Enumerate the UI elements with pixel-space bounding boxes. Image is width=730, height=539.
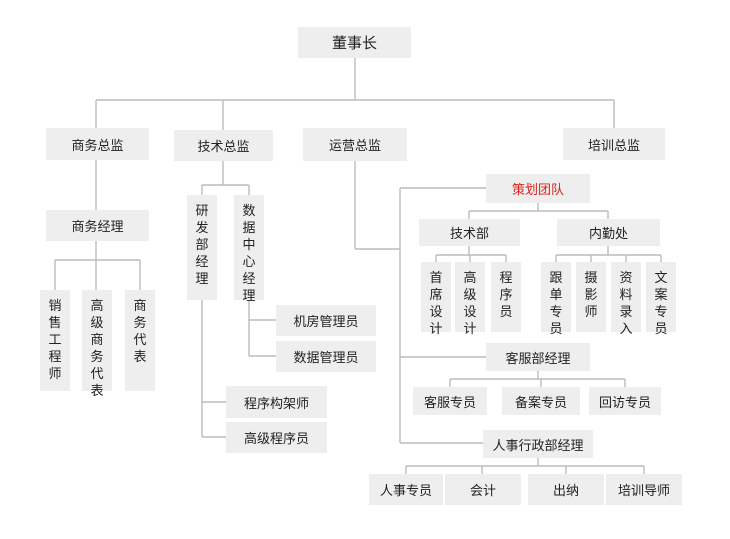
node-business-manager: 商务经理 [46, 210, 149, 241]
node-ops-director: 运营总监 [303, 128, 407, 161]
node-senior-programmer: 高级程序员 [226, 422, 327, 453]
node-hr-specialist: 人事专员 [369, 474, 443, 505]
node-server-room-admin: 机房管理员 [276, 305, 376, 336]
node-order-follow-label: 跟单专员 [549, 271, 563, 337]
node-order-follow: 跟单专员 [541, 262, 571, 337]
node-rd-manager: 研发部经理 [187, 195, 217, 300]
node-planning-team: 策划团队 [486, 174, 590, 203]
node-filing-specialist: 备案专员 [502, 387, 580, 415]
node-datacenter-manager: 数据中心经理 [234, 195, 264, 304]
node-business-rep-label: 商务代表 [133, 299, 147, 365]
node-sales-engineer: 销售工程师 [40, 290, 70, 391]
node-accountant: 会计 [443, 474, 521, 505]
node-data-entry-label: 资料录入 [619, 271, 633, 337]
node-business-director: 商务总监 [46, 128, 149, 160]
node-senior-designer: 高级设计 [455, 262, 485, 337]
node-senior-designer-label: 高级设计 [463, 271, 477, 337]
node-business-rep: 商务代表 [125, 290, 155, 391]
node-senior-business-rep: 高级商务代表 [82, 290, 112, 399]
node-internal-affairs: 内勤处 [557, 219, 660, 246]
node-senior-business-rep-label: 高级商务代表 [90, 299, 104, 399]
node-rd-manager-label: 研发部经理 [195, 204, 209, 287]
node-training-director: 培训总监 [563, 128, 665, 160]
node-followup-specialist: 回访专员 [589, 387, 661, 415]
node-cs-specialist: 客服专员 [413, 387, 487, 415]
node-photographer-label: 摄影师 [584, 271, 598, 320]
node-copywriter-label: 文案专员 [654, 271, 668, 337]
node-copywriter: 文案专员 [646, 262, 676, 337]
node-programmer-label: 程序员 [499, 271, 513, 320]
node-training-instructor: 培训导师 [606, 474, 682, 505]
node-hr-admin-manager: 人事行政部经理 [483, 430, 593, 458]
node-photographer: 摄影师 [576, 262, 606, 332]
node-datacenter-manager-label: 数据中心经理 [242, 204, 256, 304]
node-chairman: 董事长 [298, 27, 411, 58]
node-data-admin: 数据管理员 [276, 341, 376, 372]
node-sales-engineer-label: 销售工程师 [48, 299, 62, 382]
node-program-architect: 程序构架师 [226, 386, 327, 418]
node-data-entry: 资料录入 [611, 262, 641, 337]
node-tech-director: 技术总监 [174, 130, 273, 161]
node-cashier: 出纳 [528, 474, 604, 505]
node-chief-designer: 首席设计 [421, 262, 451, 337]
node-programmer: 程序员 [491, 262, 521, 332]
node-tech-dept: 技术部 [419, 219, 520, 246]
node-chief-designer-label: 首席设计 [429, 271, 443, 337]
node-cs-manager: 客服部经理 [486, 343, 590, 371]
